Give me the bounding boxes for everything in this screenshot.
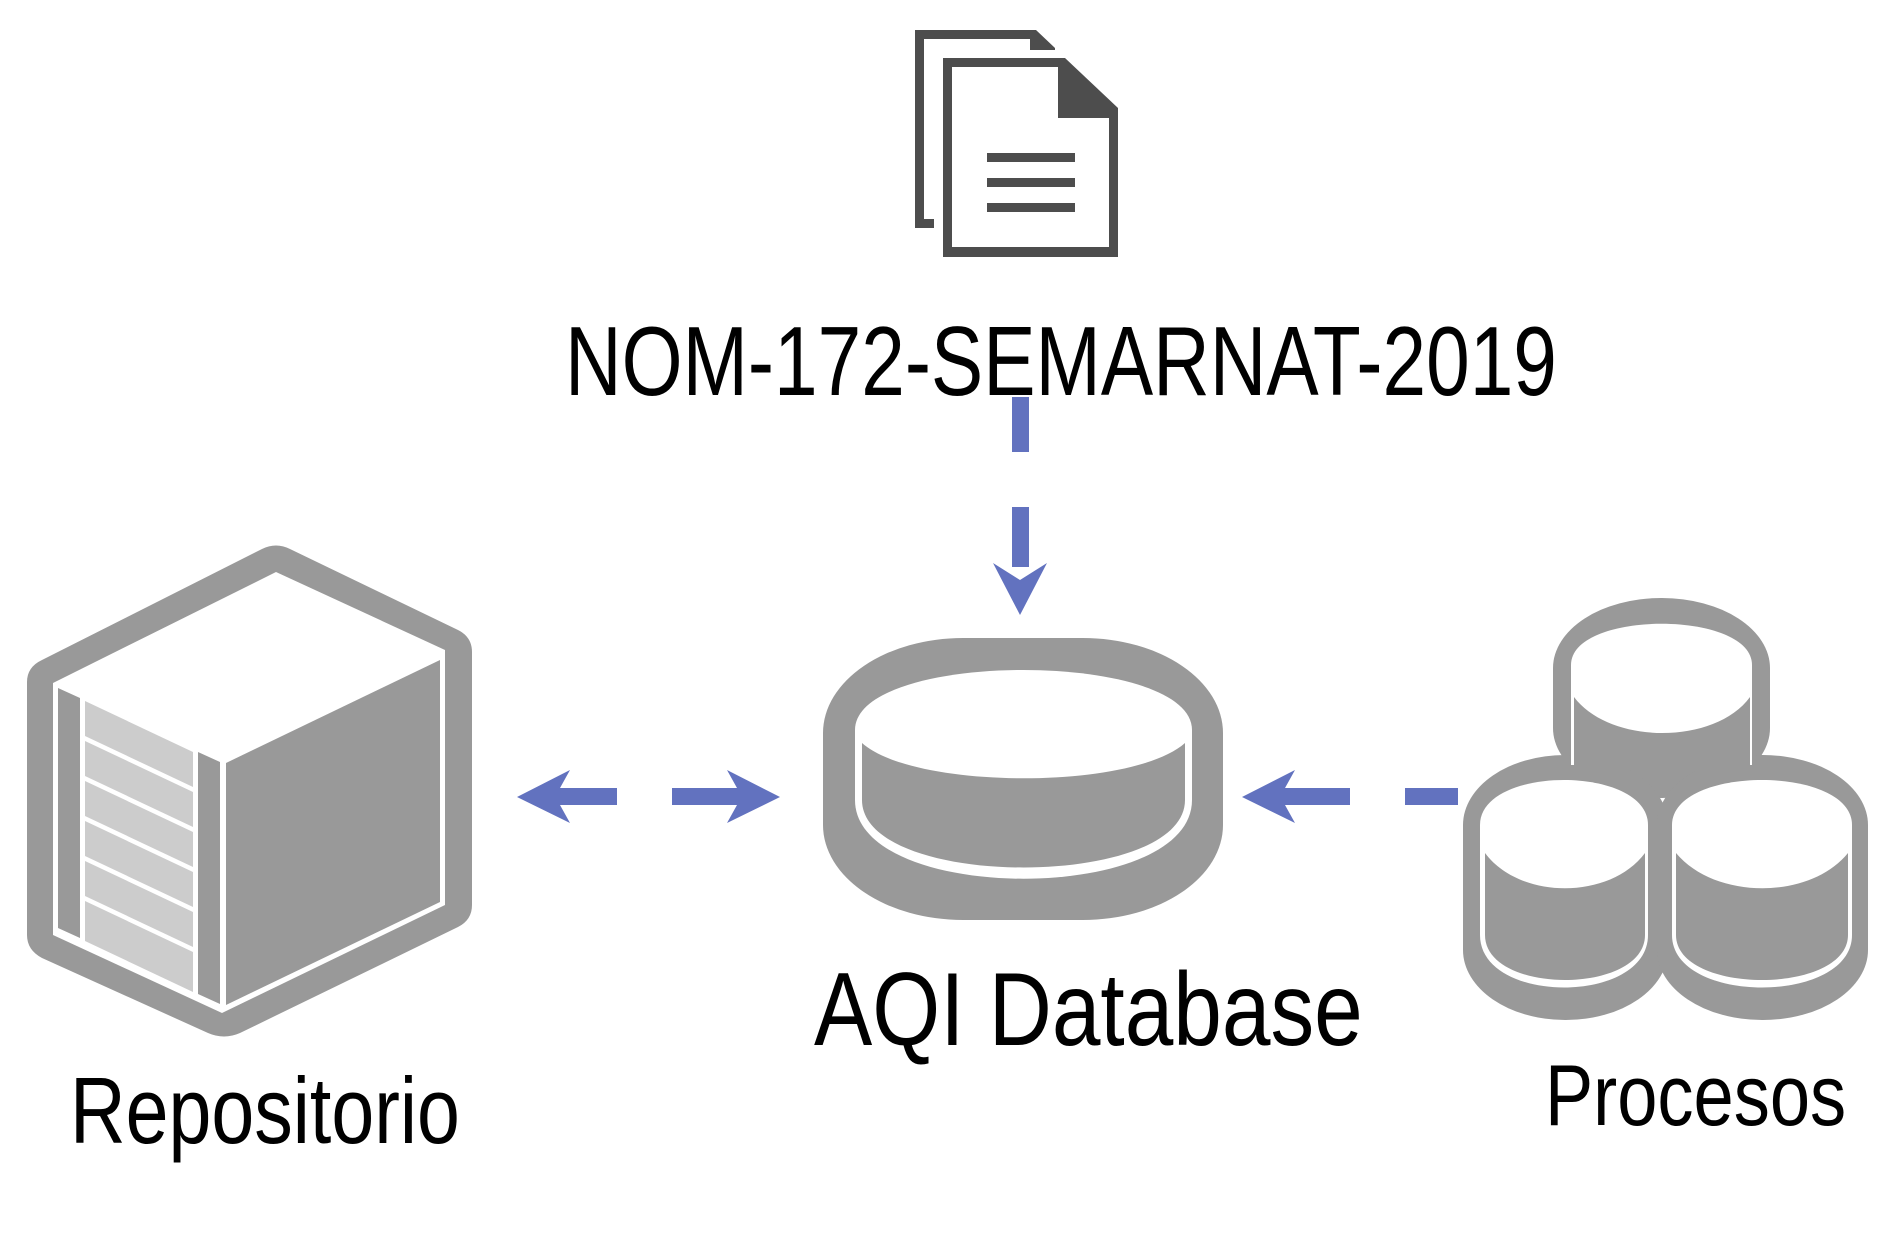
multi-database-icon [1463,598,1868,1020]
arrow-head [993,563,1047,615]
arrow-dash [1405,788,1458,805]
back-page [915,30,1055,228]
server-left-strip [58,688,80,938]
arrow-head [672,770,780,823]
arrow-head [517,770,617,823]
standard-label: NOM-172-SEMARNAT-2019 [565,306,1557,416]
processes-label: Procesos [1545,1048,1847,1144]
arrow-dash [1012,507,1029,567]
server-right-strip [198,752,220,1004]
text-line [987,153,1075,162]
cylinder-top [1571,623,1752,770]
arrow-head [1242,770,1350,823]
database-icon [823,638,1223,920]
cylinder-bottom-right [1672,780,1852,988]
document-icon [915,30,1118,257]
drive-bays [85,701,193,992]
cylinder-bottom-left [1480,780,1648,988]
arrow-database-to-repository [517,770,617,823]
database-label: AQI Database [814,952,1363,1068]
server-icon [27,545,472,1037]
server-right-face [226,660,440,1005]
arrow-processes-to-database [1242,770,1458,823]
arrow-standard-to-database [993,397,1047,615]
arrow-repository-to-database [672,770,780,823]
text-line [987,203,1075,212]
repository-label: Repositorio [70,1058,460,1163]
arrow-dash [1012,397,1029,452]
text-line [987,178,1075,187]
